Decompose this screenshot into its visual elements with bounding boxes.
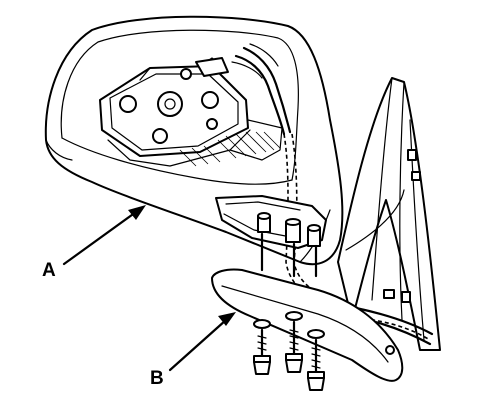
screw-left: [253, 328, 271, 375]
mirror-actuator: [99, 57, 283, 167]
actuator-hatching: [179, 131, 281, 167]
arrow-a: [62, 205, 146, 266]
label-b: B: [150, 368, 164, 389]
screw-middle: [285, 320, 303, 373]
mounting-screws: [253, 320, 325, 391]
label-a: A: [42, 260, 56, 281]
door-panel: [337, 77, 441, 351]
screw-right: [307, 338, 325, 391]
arrow-b: [168, 312, 236, 372]
base-plate: [211, 268, 404, 382]
mount-bracket: [215, 195, 327, 278]
